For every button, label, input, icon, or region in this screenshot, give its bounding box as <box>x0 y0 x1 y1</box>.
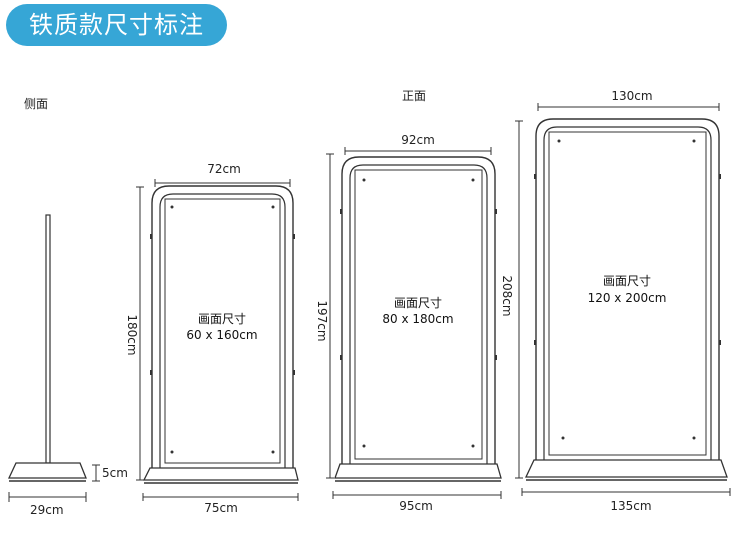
stand-1-top-width-dim <box>154 179 291 187</box>
stand-3-base-width-dim <box>521 488 731 496</box>
stand-3-top-width-dim <box>537 103 720 111</box>
stand-2-top-width-label: 92cm <box>401 133 435 147</box>
side-view-stand <box>7 214 87 482</box>
stand-1-base-width-dim <box>142 493 299 501</box>
stand-2-inner-size: 80 x 180cm <box>382 312 454 326</box>
side-view-label: 侧面 <box>24 97 49 111</box>
stand-2-height-label: 197cm <box>315 300 329 342</box>
stand-3-base-width-label: 135cm <box>610 499 652 513</box>
stand-1-height-dim <box>136 186 144 481</box>
stand-1-top-width-label: 72cm <box>207 162 241 176</box>
stand-3-height-label: 208cm <box>500 275 514 317</box>
stand-2-frame <box>334 156 502 482</box>
side-base-height-dim <box>92 464 100 482</box>
stand-3-frame <box>524 118 728 481</box>
stand-2-top-width-dim <box>344 147 492 155</box>
stand-3-inner-label: 画面尺寸 <box>602 274 651 288</box>
stand-1-inner-size: 60 x 160cm <box>186 328 258 342</box>
stand-1-inner-label: 画面尺寸 <box>197 312 246 326</box>
stand-2-inner-label: 画面尺寸 <box>393 296 442 310</box>
stand-1-height-label: 180cm <box>125 314 139 356</box>
stand-3-top-width-label: 130cm <box>611 89 653 103</box>
front-view-label: 正面 <box>402 89 427 103</box>
side-base-width-label: 29cm <box>30 503 64 517</box>
stand-3-height-dim <box>515 120 523 479</box>
stand-1-frame <box>142 185 299 484</box>
side-base-width-dim <box>8 492 87 502</box>
stand-2-height-dim <box>326 153 334 479</box>
stand-3-inner-size: 120 x 200cm <box>587 291 667 305</box>
section-title: 铁质款尺寸标注 <box>6 4 227 46</box>
stand-1-base-width-label: 75cm <box>204 501 238 515</box>
stand-2-base-width-dim <box>332 491 502 499</box>
side-base-height-label: 5cm <box>102 466 128 480</box>
stand-2-base-width-label: 95cm <box>399 499 433 513</box>
